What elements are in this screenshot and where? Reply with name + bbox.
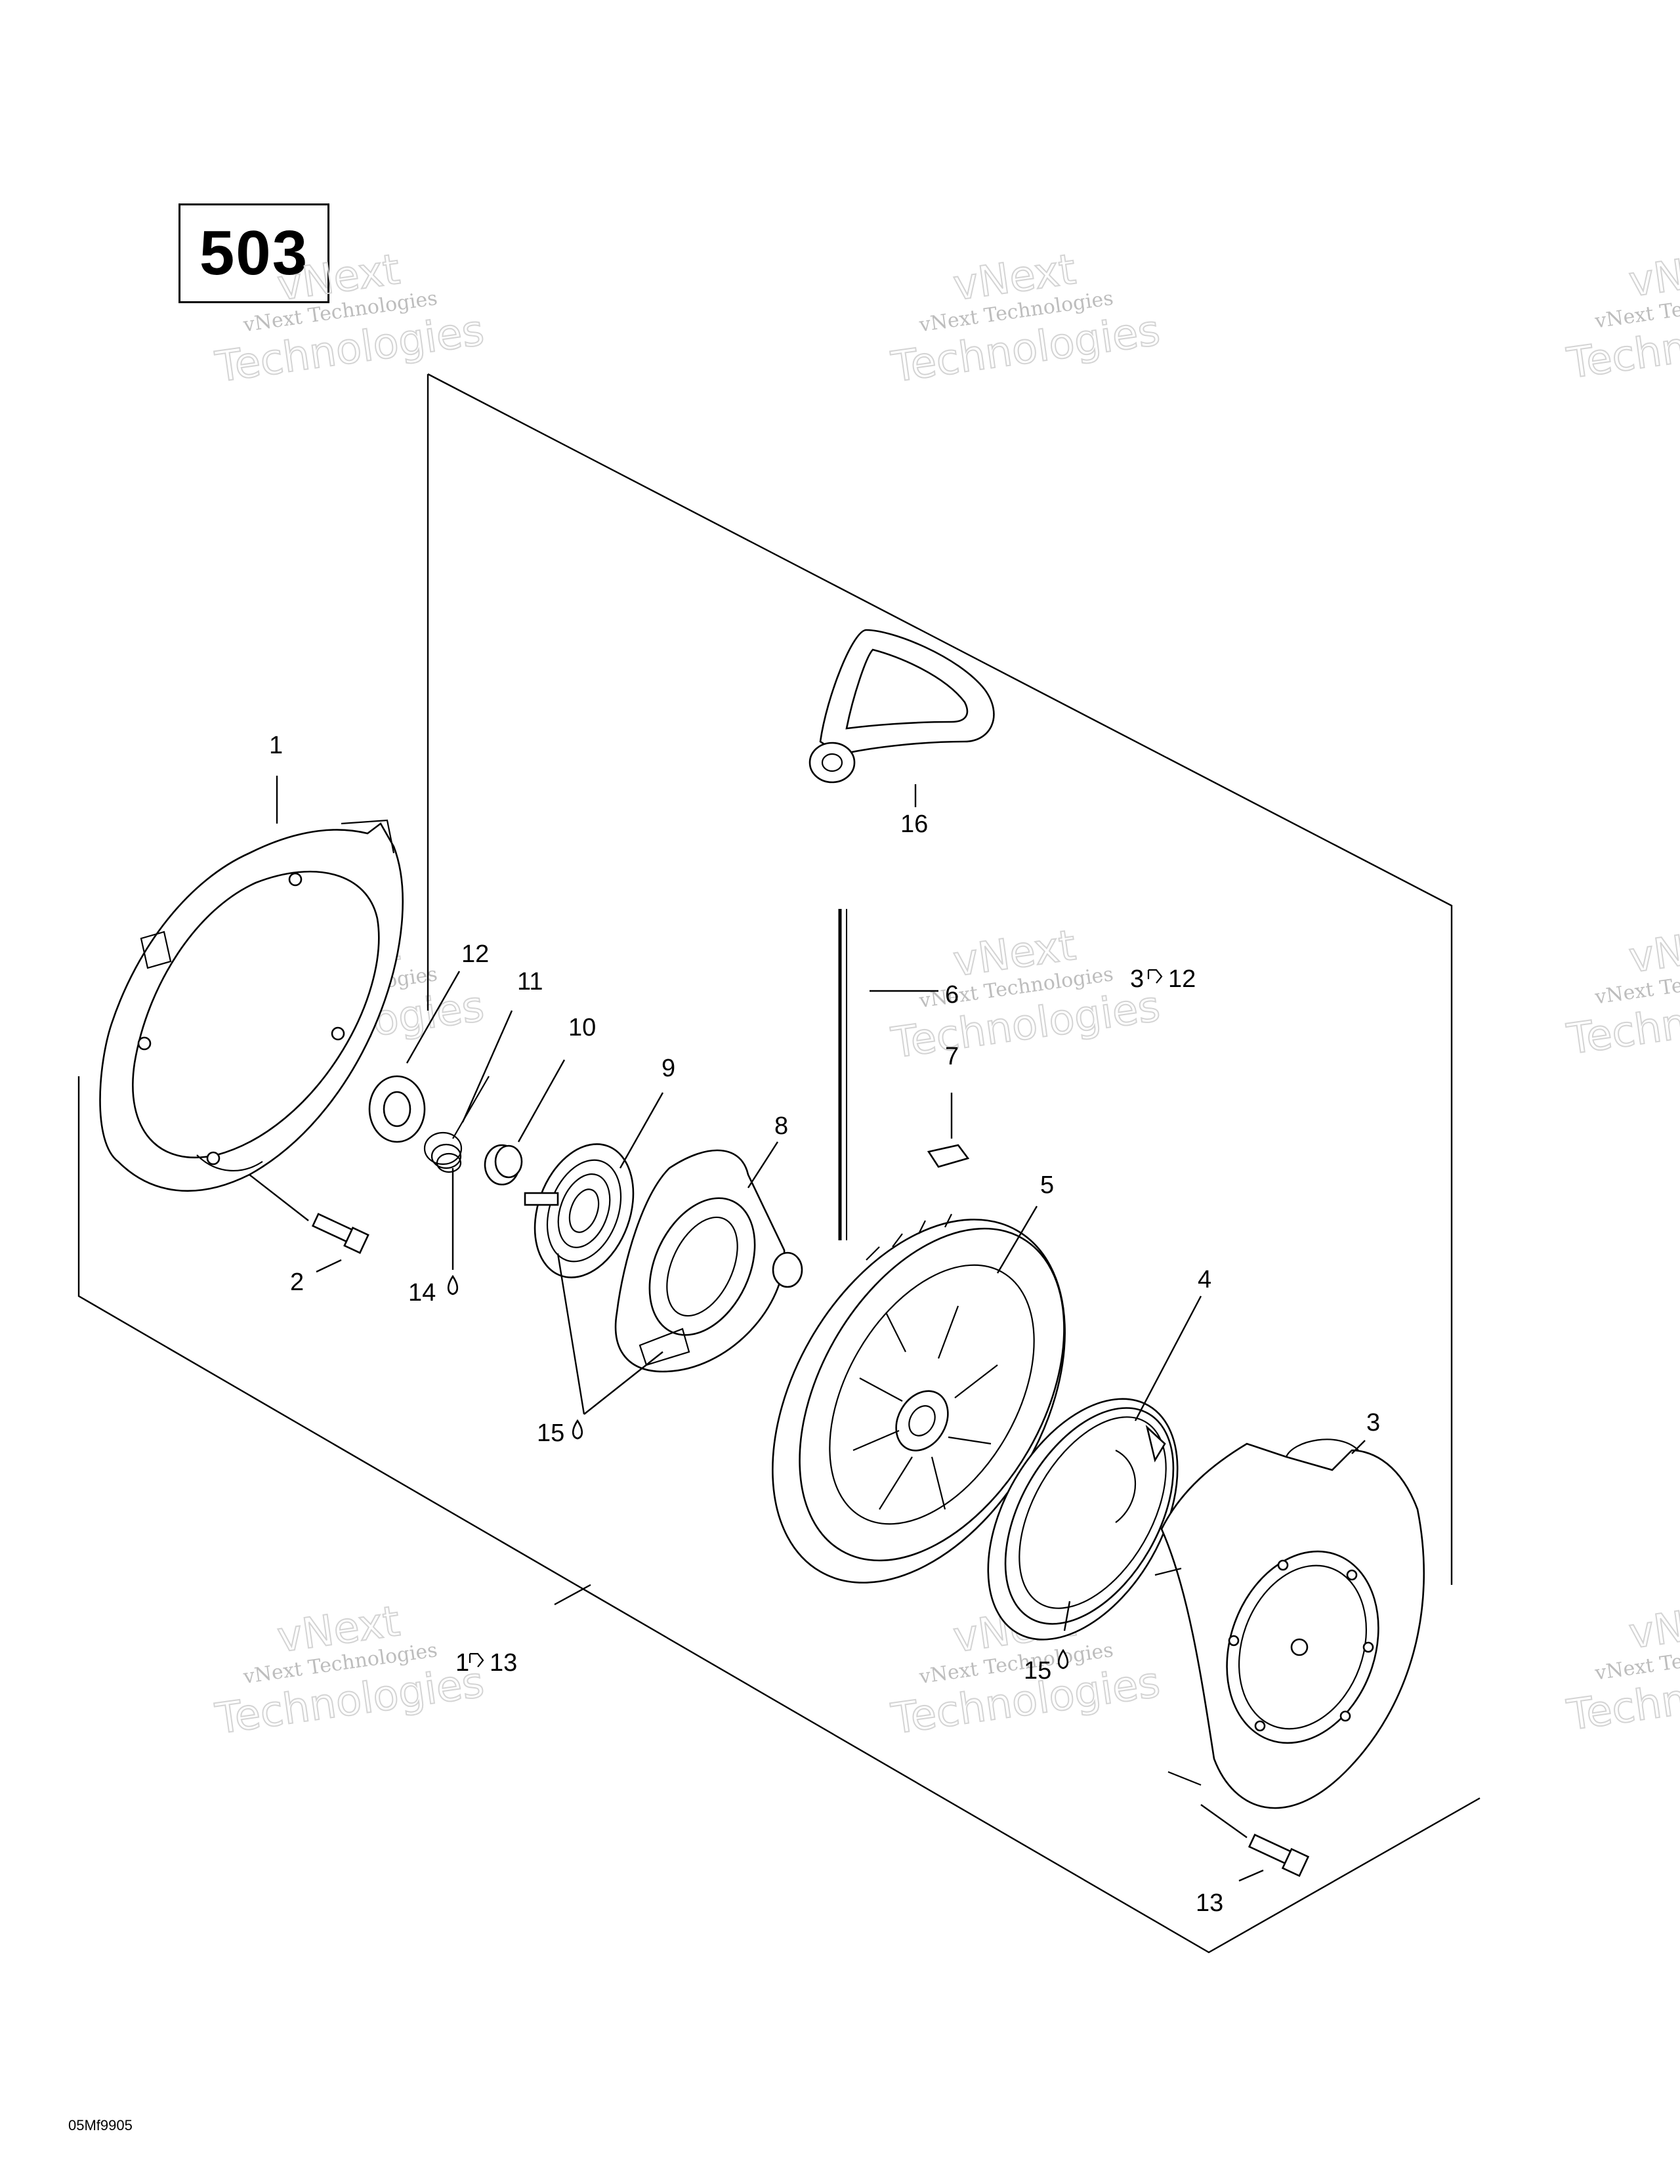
leader-lines xyxy=(276,776,1366,1882)
watermark-mid-right: vNext vNext Technologies Technologies xyxy=(1563,917,1680,1065)
part-8-pawl-plate xyxy=(614,1149,803,1373)
callout-3: 3 xyxy=(1366,1409,1380,1437)
part-12-bushing xyxy=(368,1075,426,1143)
watermark-text: vNext xyxy=(1626,917,1680,982)
part-13-screw xyxy=(1200,1804,1310,1878)
callout-14: 14 xyxy=(408,1279,436,1307)
group-bracket-3-12 xyxy=(427,373,1453,1585)
callout-9: 9 xyxy=(662,1055,675,1082)
watermark-bottom-left: vNext vNext Technologies Technologies xyxy=(212,1597,488,1745)
callout-7: 7 xyxy=(945,1043,959,1070)
page-number-box: 503 xyxy=(178,203,329,303)
watermark-text: vNext xyxy=(1626,242,1680,306)
watermark-top-left: vNext vNext Technologies Technologies xyxy=(212,245,488,393)
callout-11: 11 xyxy=(517,968,543,996)
group-callout-1-13-start: 1 xyxy=(455,1649,469,1677)
range-arrow-icon xyxy=(1147,969,1163,984)
watermark-bottom-right: vNext vNext Technologies Technologies xyxy=(1563,1593,1680,1741)
lube-drop-icon xyxy=(447,1274,459,1295)
callout-4: 4 xyxy=(1198,1266,1211,1293)
part-16-handle xyxy=(808,629,995,784)
watermark-mid-center: vNext vNext Technologies Technologies xyxy=(888,921,1164,1069)
callout-2: 2 xyxy=(290,1269,304,1296)
part-9-recoil-spring xyxy=(524,1143,635,1278)
part-10-bushing xyxy=(484,1144,523,1186)
part-3-starter-cover xyxy=(1154,1438,1425,1809)
group-bracket-1-13 xyxy=(77,1076,1480,1954)
part-1-bracket-ring xyxy=(99,819,404,1192)
diagram-code: 05Mf9905 xyxy=(68,2117,133,2133)
callout-16: 16 xyxy=(900,810,928,838)
callout-10: 10 xyxy=(568,1014,596,1041)
lube-drop-icon xyxy=(1057,1648,1069,1670)
watermark-top-center: vNext vNext Technologies Technologies xyxy=(888,245,1164,393)
part-4-housing-ring xyxy=(987,1398,1179,1641)
lube-drop-icon xyxy=(572,1419,583,1440)
group-callout-1-13-end: 13 xyxy=(490,1649,517,1677)
part-7-key xyxy=(927,1144,970,1168)
callout-13: 13 xyxy=(1196,1889,1223,1917)
part-11-spring xyxy=(423,1076,490,1173)
group-callout-3-12-start: 3 xyxy=(1130,965,1144,993)
callout-12: 12 xyxy=(461,940,489,968)
group-callout-3-12: 3 12 xyxy=(1130,965,1196,993)
callout-5: 5 xyxy=(1040,1171,1054,1199)
callout-8: 8 xyxy=(774,1112,788,1140)
group-callout-3-12-end: 12 xyxy=(1168,965,1196,993)
group-callout-1-13: 1 13 xyxy=(455,1649,517,1677)
callout-15b: 15 xyxy=(1024,1657,1051,1685)
callout-6: 6 xyxy=(945,981,959,1009)
part-5-pulley xyxy=(772,1213,1066,1584)
callout-1: 1 xyxy=(269,732,283,759)
watermark-text: vNext xyxy=(1626,1593,1680,1658)
page-number: 503 xyxy=(199,218,309,288)
callout-15a: 15 xyxy=(537,1419,564,1447)
part-2-screw xyxy=(249,1174,369,1254)
watermark-top-right: vNext vNext Technologies Technologies xyxy=(1563,241,1680,389)
part-6-rope xyxy=(838,909,938,1240)
range-arrow-icon xyxy=(469,1652,484,1668)
